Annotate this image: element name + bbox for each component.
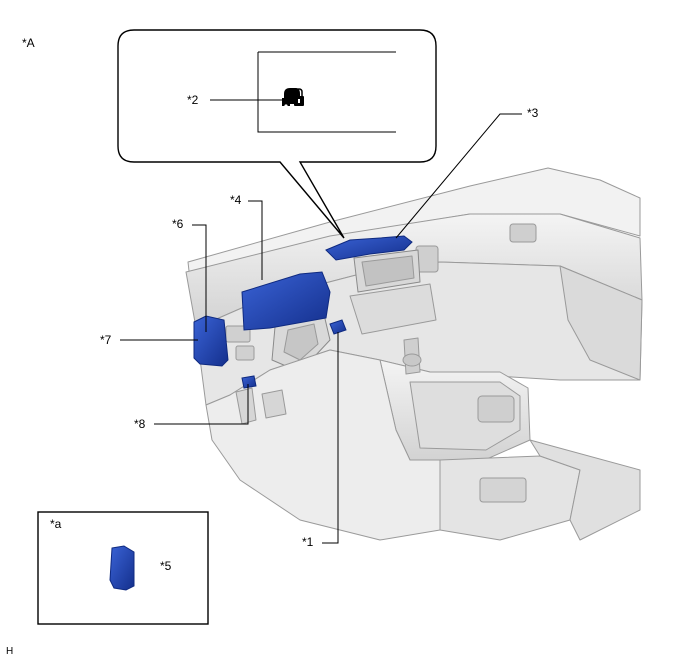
lower-switch-part (241, 375, 257, 389)
combination-meter-part (241, 271, 331, 331)
callout-label-6: *6 (172, 217, 184, 231)
highlighted-components (193, 235, 413, 389)
inset-ecu-part (109, 545, 135, 591)
leader-lines (120, 113, 522, 567)
callout-label-2: *2 (187, 93, 199, 107)
view-label: *A (22, 36, 35, 50)
inset-label: *a (50, 517, 62, 531)
callout-label-8: *8 (134, 417, 146, 431)
callout-label-7: *7 (100, 333, 112, 347)
switch-part (329, 319, 347, 335)
callout-label-1: *1 (302, 535, 314, 549)
figure-code: H (6, 646, 13, 657)
vehicle-interior-illustration (185, 167, 643, 541)
driver-side-ecu-part (193, 315, 229, 367)
callout-label-4: *4 (230, 193, 242, 207)
callout-label-3: *3 (527, 106, 539, 120)
callout-label-5: *5 (160, 559, 172, 573)
inset-view-a (37, 511, 209, 625)
indicator-detail-callout (117, 29, 437, 239)
security-indicator-lock-car-icon (282, 88, 304, 108)
center-dash-part (325, 235, 413, 261)
